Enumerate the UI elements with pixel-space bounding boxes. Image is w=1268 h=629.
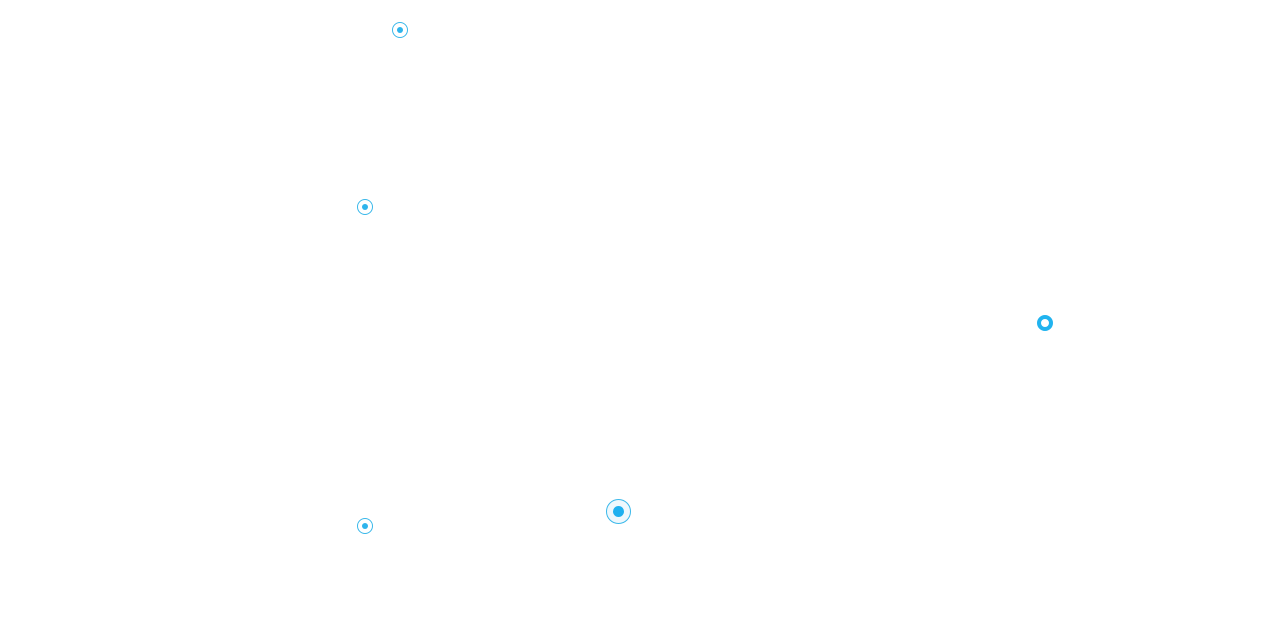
radio-target-icon[interactable] xyxy=(606,499,631,524)
ring-marker-icon[interactable] xyxy=(1037,315,1053,331)
radio-target-icon[interactable] xyxy=(357,199,373,215)
radio-target-icon[interactable] xyxy=(357,518,373,534)
radio-target-icon[interactable] xyxy=(392,22,408,38)
